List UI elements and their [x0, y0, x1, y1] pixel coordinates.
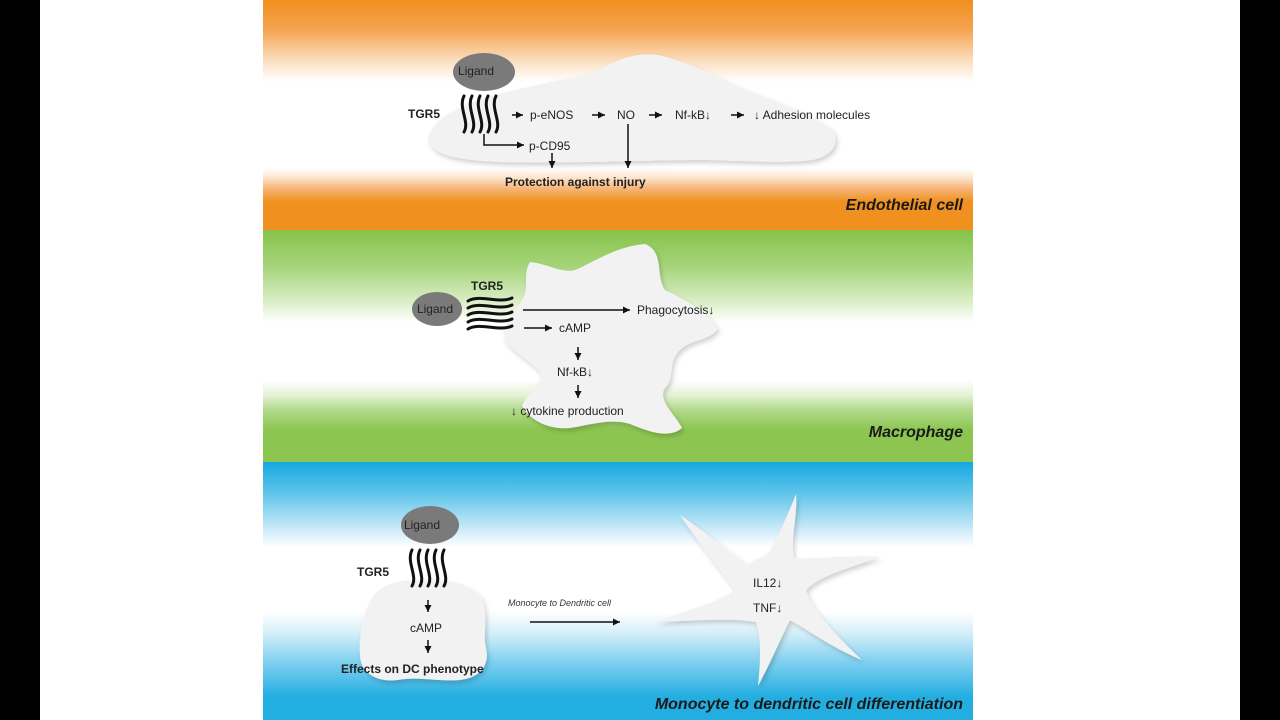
monocyte-camp-label: cAMP — [410, 621, 442, 635]
endothelial-ligand — [453, 53, 515, 91]
phagocytosis-label: Phagocytosis↓ — [637, 303, 714, 317]
endothelial-section: Ligand TGR5 p-eNOS NO Nf-kB↓ ↓ Adhesion … — [408, 53, 964, 214]
macrophage-title: Macrophage — [869, 424, 963, 441]
monocyte-section: Ligand TGR5 cAMP Effects on DC phenotype… — [341, 494, 963, 713]
arrow-tgr5-to-pcd95 — [483, 134, 524, 149]
adhesion-molecules-label: ↓ Adhesion molecules — [754, 108, 870, 122]
il12-label: IL12↓ — [753, 576, 782, 590]
macrophage-ligand-label: Ligand — [417, 302, 453, 316]
monocyte-ligand — [401, 506, 459, 544]
monocyte-ligand-label: Ligand — [404, 518, 440, 532]
monocyte-to-dendritic-title: Monocyte to dendritic cell differentiati… — [655, 696, 963, 713]
macrophage-tgr5-receptor-icon — [466, 296, 514, 331]
right-letterbox-bar — [1240, 0, 1280, 720]
endothelial-tgr5-receptor-icon — [460, 94, 500, 134]
tnf-label: TNF↓ — [753, 601, 782, 615]
protection-against-injury-label: Protection against injury — [505, 175, 646, 189]
macrophage-nfkb-label: Nf-kB↓ — [557, 365, 593, 379]
cytokine-production-label: ↓ cytokine production — [511, 404, 624, 418]
peNOS-label: p-eNOS — [530, 108, 573, 122]
macrophage-cell-body — [503, 244, 718, 434]
monocyte-to-dendritic-transition-label: Monocyte to Dendritic cell — [508, 598, 612, 608]
endothelial-nfkb-label: Nf-kB↓ — [675, 108, 711, 122]
monocyte-tgr5-receptor-icon — [408, 548, 448, 588]
effects-on-dc-phenotype-label: Effects on DC phenotype — [341, 662, 484, 676]
left-letterbox-bar — [0, 0, 40, 720]
endothelial-cell-body — [428, 54, 836, 163]
pcd95-label: p-CD95 — [529, 139, 571, 153]
macrophage-tgr5-label: TGR5 — [471, 279, 503, 293]
macrophage-section: Ligand TGR5 Phagocytosis↓ cAMP Nf-kB↓ ↓ … — [412, 244, 963, 441]
endothelial-ligand-label: Ligand — [458, 64, 494, 78]
macrophage-ligand — [412, 292, 462, 326]
endothelial-tgr5-label: TGR5 — [408, 107, 440, 121]
monocyte-cell-body — [359, 579, 487, 681]
dendritic-cell-body — [655, 494, 880, 686]
macrophage-camp-label: cAMP — [559, 321, 591, 335]
monocyte-tgr5-label: TGR5 — [357, 565, 389, 579]
endothelial-cell-title: Endothelial cell — [846, 197, 964, 214]
no-label: NO — [617, 108, 635, 122]
